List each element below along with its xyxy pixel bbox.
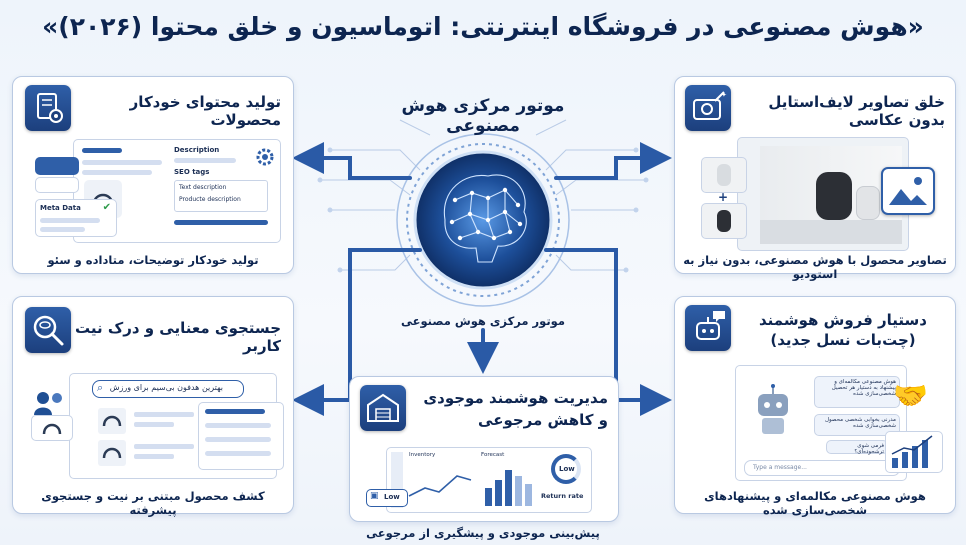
search-input[interactable]: بهترین هدفون بی‌سیم برای ورزش ⌕ [92, 380, 244, 398]
page-title: «هوش مصنوعی در فروشگاه اینترنتی: اتوماسی… [42, 12, 924, 41]
warehouse-icon [360, 385, 406, 431]
meta-data-label: Meta Data [40, 204, 81, 212]
chat-tag [35, 157, 79, 175]
source-photo-1 [701, 157, 747, 193]
meta-data-box: Meta Data ✔ [35, 199, 117, 237]
input-placeholder: Type a message... [753, 464, 807, 471]
bubble2-text: مدرنی بخوابی شخصی محصول شخصی‌سازی شده [824, 417, 896, 429]
connector-search [292, 248, 422, 416]
return-rate-gauge: Low [551, 454, 581, 484]
seo-tags-label: SEO tags [174, 168, 210, 176]
gauge-low-label: Low [559, 465, 575, 473]
card-inventory: مدیریت هوشمند موجودی و کاهش مرجوعی Inven… [349, 376, 619, 522]
low-badge-label: Low [384, 493, 400, 501]
search-query: بهترین هدفون بی‌سیم برای ورزش [109, 383, 223, 392]
handshake-icon: 🤝 [893, 379, 928, 412]
card-search-title: جستجوی معنایی و درک نیت کاربر [74, 319, 281, 355]
bot-bubble-2: مدرنی بخوابی شخصی محصول شخصی‌سازی شده [814, 414, 900, 436]
results-panel [198, 402, 284, 470]
card-search-caption: کشف محصول مبتنی بر نیت و جستجوی پیشرفته [41, 489, 265, 517]
chat-window: هوش مصنوعی مکالمه‌ای و پیشنهاد به دستیار… [735, 365, 907, 481]
product-thumbnails [98, 408, 194, 466]
connector-content [292, 142, 412, 180]
center-engine-label: موتور مرکزی هوش مصنوعی [400, 314, 566, 328]
growth-chart-icon [885, 431, 943, 473]
seo-tags-field[interactable]: Text description Producte description [174, 180, 268, 212]
message-input[interactable]: Type a message... [744, 460, 900, 476]
content-mock-window: Description SEO tags Text description Pr… [73, 139, 281, 243]
card-content-title: تولید محتوای خودکار محصولات [129, 93, 281, 129]
image-icon [881, 167, 935, 215]
document-gear-icon [25, 85, 71, 131]
svg-text:✦: ✦ [721, 91, 727, 99]
text-description-item: Text description [179, 184, 227, 191]
inventory-chart-label: Inventory [409, 452, 436, 458]
outer-ring [396, 133, 570, 307]
box-icon: ▣ [370, 491, 379, 501]
connector-assistant [544, 248, 672, 416]
inventory-dashboard: Inventory Forecast Low Return rate [386, 447, 592, 513]
speaker-white [856, 186, 880, 220]
card-inventory-title: مدیریت هوشمند موجودی و کاهش مرجوعی [423, 389, 608, 429]
source-photo-2 [701, 203, 747, 239]
bubble1-text: هوش مصنوعی مکالمه‌ای و پیشنهاد به دستیار… [831, 379, 896, 397]
camera-wand-icon: ✦ [685, 85, 731, 131]
card-photo-caption: تصاویر محصول با هوش مصنوعی، بدون نیاز به… [683, 253, 947, 281]
products-description-item: Producte description [179, 196, 241, 203]
card-photo-title: خلق تصاویر لایف‌استایل بدون عکاسی [768, 93, 945, 129]
headphones-icon [42, 423, 62, 435]
search-icon: ⌕ [97, 381, 104, 394]
card-lifestyle-photos: ✦ خلق تصاویر لایف‌استایل بدون عکاسی + تص… [674, 76, 956, 281]
center-engine-title: موتور مرکزی هوش مصنوعی [401, 96, 565, 136]
description-label: Description [174, 146, 220, 154]
line-tag [35, 177, 79, 193]
headphones-card [31, 415, 73, 441]
card-content-generation: تولید محتوای خودکار محصولات Description … [12, 76, 294, 274]
card-assistant-title: دستیار فروش هوشمند [759, 311, 927, 329]
brain-search-icon [25, 307, 71, 353]
search-mock-window: بهترین هدفون بی‌سیم برای ورزش ⌕ [69, 373, 284, 479]
return-rate-label: Return rate [541, 492, 584, 500]
bot-bubble-1: هوش مصنوعی مکالمه‌ای و پیشنهاد به دستیار… [814, 376, 900, 408]
check-icon: ✔ [102, 202, 111, 213]
low-stock-badge: ▣ Low [366, 489, 408, 507]
card-content-caption: تولید خودکار توضیحات، متاداده و سئو [47, 253, 259, 267]
card-assistant-caption: هوش مصنوعی مکالمه‌ای و پیشنهادهای شخصی‌س… [704, 489, 926, 517]
bubble3-text: فرمی شوی ترشحوده‌ای؟ [854, 443, 884, 455]
brain-core [413, 150, 553, 290]
smart-speaker [816, 172, 852, 220]
connector-photo [554, 142, 672, 180]
user-icon [33, 389, 67, 415]
card-inventory-caption: پیش‌بینی موجودی و پیشگیری از مرجوعی [366, 526, 600, 540]
chatbot-icon [685, 305, 731, 351]
robot-icon [758, 384, 788, 434]
card-sales-assistant: دستیار فروش هوشمند (چت‌بات نسل جدید) هوش… [674, 296, 956, 517]
card-semantic-search: جستجوی معنایی و درک نیت کاربر بهترین هدف… [12, 296, 294, 517]
plus-sign: + [718, 190, 729, 204]
forecast-chart-label: Forecast [481, 452, 505, 458]
gear-icon [256, 148, 274, 166]
card-assistant-subtitle: (چت‌بات نسل جدید) [770, 331, 916, 349]
photo-mock-window [737, 137, 909, 251]
user-bubble: فرمی شوی ترشحوده‌ای؟ [826, 440, 888, 455]
